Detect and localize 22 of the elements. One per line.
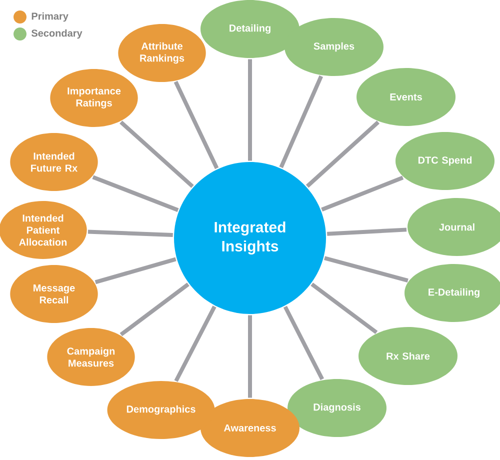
legend-label: Secondary [31,29,82,39]
connector-line [88,230,173,238]
connector-line [94,257,176,284]
connector-line [174,306,216,382]
connector-line [324,256,408,282]
connector-line [174,80,219,170]
connector-line [310,282,378,334]
connector-line [120,282,190,336]
connector-line [321,176,404,212]
connector-line [248,315,252,398]
connector-line [120,120,194,188]
connector-line [248,59,252,161]
node-label: Detailing [230,24,270,34]
node-label: Samples [314,42,354,52]
connector-line [92,175,179,212]
connector-line [306,120,380,188]
connector-line [283,306,324,380]
connector-line [327,228,407,236]
connector-line [279,75,323,168]
legend-label: Primary [32,12,68,22]
node-label: Demographics [126,405,196,415]
node-label: Awareness [224,424,276,432]
